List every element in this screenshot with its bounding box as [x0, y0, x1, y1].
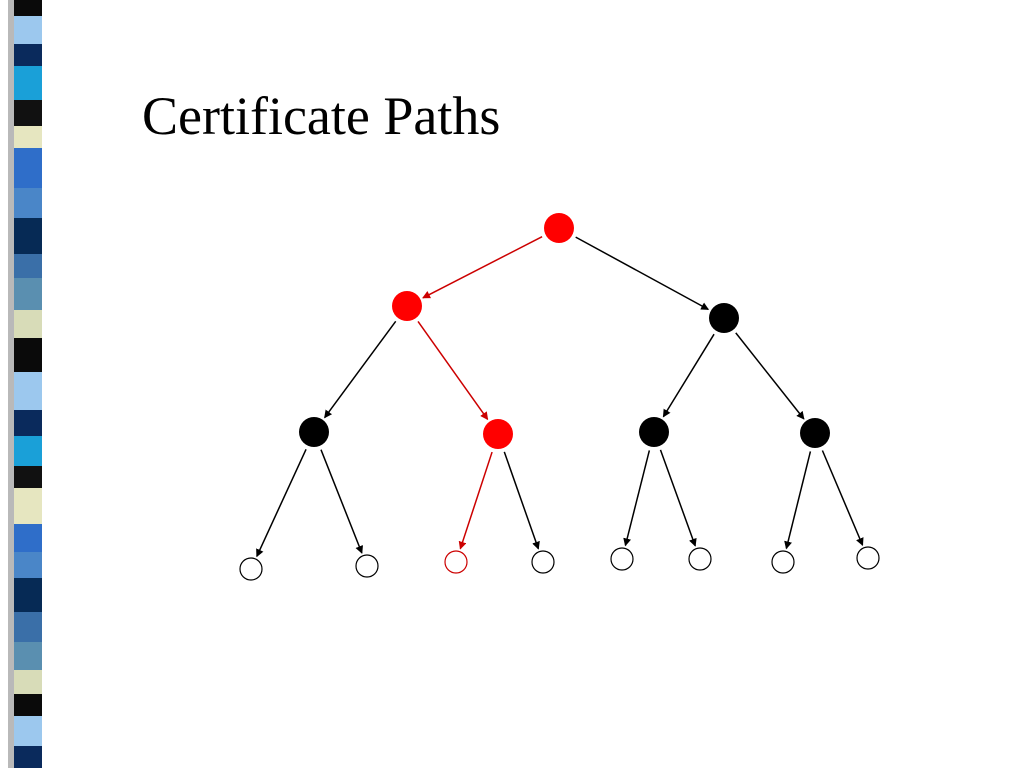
slide-title: Certificate Paths — [142, 86, 501, 146]
highlighted-path-arrow — [417, 321, 489, 421]
tree-nodes — [239, 213, 880, 581]
strip-block — [14, 254, 42, 278]
strip-block — [14, 578, 42, 612]
strip-block — [14, 148, 42, 188]
strip-block — [14, 218, 42, 254]
strip-block — [14, 436, 42, 466]
strip-block — [14, 310, 42, 338]
strip-blocks — [14, 0, 42, 768]
strip-block — [14, 552, 42, 578]
leaf-node — [688, 547, 712, 571]
tree-edge-arrow — [821, 450, 864, 547]
ca-node-left-highlighted — [392, 291, 422, 321]
tree-edge-arrow — [659, 449, 697, 547]
strip-shadow — [8, 0, 14, 768]
tree-edge-arrow — [503, 451, 540, 550]
ca-node-right-right — [800, 418, 830, 448]
ca-node-left-right-highlighted — [483, 419, 513, 449]
leaf-node — [610, 547, 634, 571]
strip-block — [14, 410, 42, 436]
strip-block — [14, 488, 42, 524]
strip-block — [14, 126, 42, 148]
tree-edge-arrow — [623, 450, 651, 547]
strip-block — [14, 524, 42, 552]
tree-edge-arrow — [320, 449, 363, 554]
strip-block — [14, 66, 42, 100]
highlighted-path-arrow — [422, 236, 543, 299]
strip-block — [14, 670, 42, 694]
leaf-node — [239, 557, 263, 581]
tree-edge-arrow — [662, 333, 715, 418]
strip-block — [14, 278, 42, 310]
strip-block — [14, 612, 42, 642]
strip-block — [14, 746, 42, 768]
tree-edge-arrow — [735, 332, 805, 420]
strip-block — [14, 372, 42, 410]
tree-edge-arrow — [575, 236, 710, 311]
strip-block — [14, 642, 42, 670]
leaf-node — [531, 550, 555, 574]
strip-block — [14, 694, 42, 716]
strip-block — [14, 466, 42, 488]
ca-node-right-left — [639, 417, 669, 447]
leaf-node — [355, 554, 379, 578]
leaf-node — [771, 550, 795, 574]
strip-block — [14, 0, 42, 16]
ca-node-left-left — [299, 417, 329, 447]
tree-edge-arrow — [784, 451, 812, 550]
leaf-node — [856, 546, 880, 570]
tree-edge-arrow — [256, 448, 307, 558]
ca-node-root-highlighted — [544, 213, 574, 243]
strip-block — [14, 44, 42, 66]
tree-edges — [256, 236, 864, 558]
ca-node-right — [709, 303, 739, 333]
tree-edge-arrow — [324, 320, 397, 419]
strip-block — [14, 188, 42, 218]
strip-block — [14, 16, 42, 44]
strip-block — [14, 338, 42, 372]
highlighted-path-arrow — [458, 451, 493, 550]
decorative-side-strip — [0, 0, 46, 768]
strip-block — [14, 716, 42, 746]
strip-block — [14, 100, 42, 126]
leaf-node-highlighted — [444, 550, 468, 574]
